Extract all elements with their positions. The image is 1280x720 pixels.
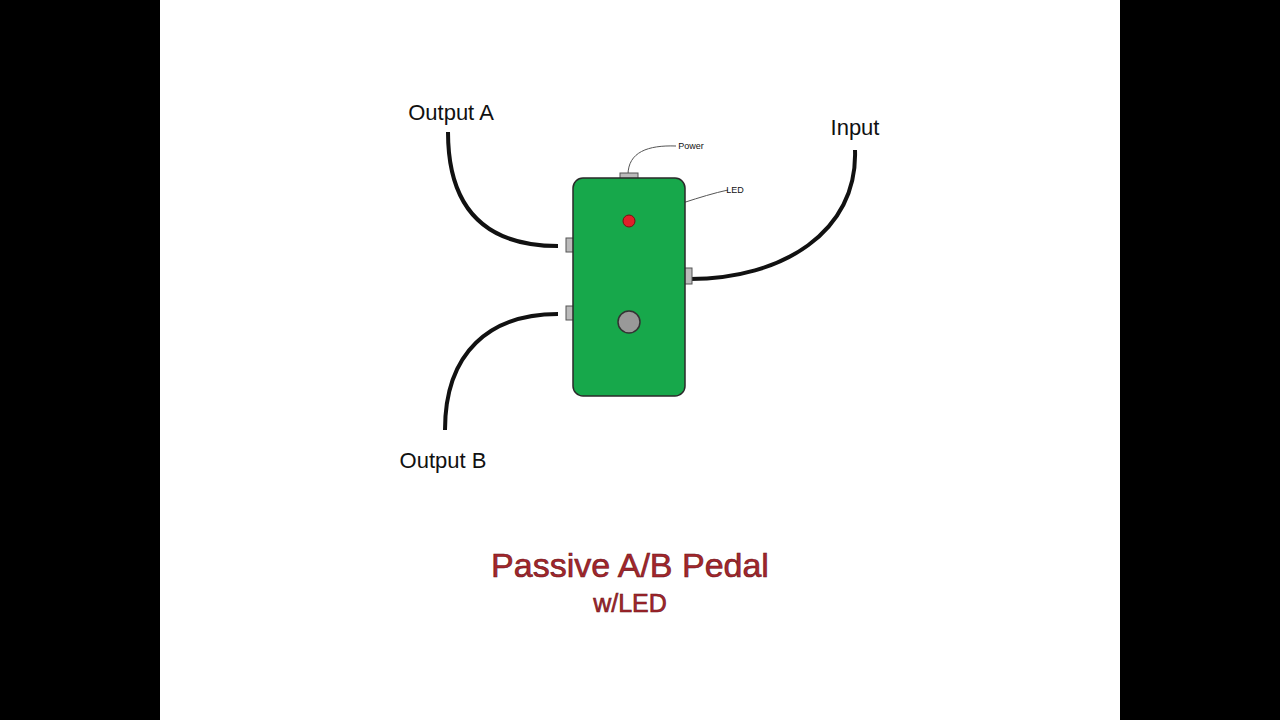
cable (448, 132, 558, 246)
port-label: Input (831, 117, 880, 139)
title: Passive A/B Pedal (491, 548, 769, 582)
led-indicator (623, 215, 635, 227)
footswitch (618, 311, 640, 333)
caption: w/LED (593, 591, 667, 616)
cable (690, 150, 855, 279)
part-label: LED (726, 186, 744, 195)
port-label: Output B (400, 450, 487, 472)
pedal-enclosure (573, 178, 685, 396)
canvas (160, 0, 1120, 720)
cable (445, 314, 558, 430)
part-label: Power (678, 142, 704, 151)
leader-line (628, 146, 676, 175)
port-label: Output A (408, 102, 494, 124)
